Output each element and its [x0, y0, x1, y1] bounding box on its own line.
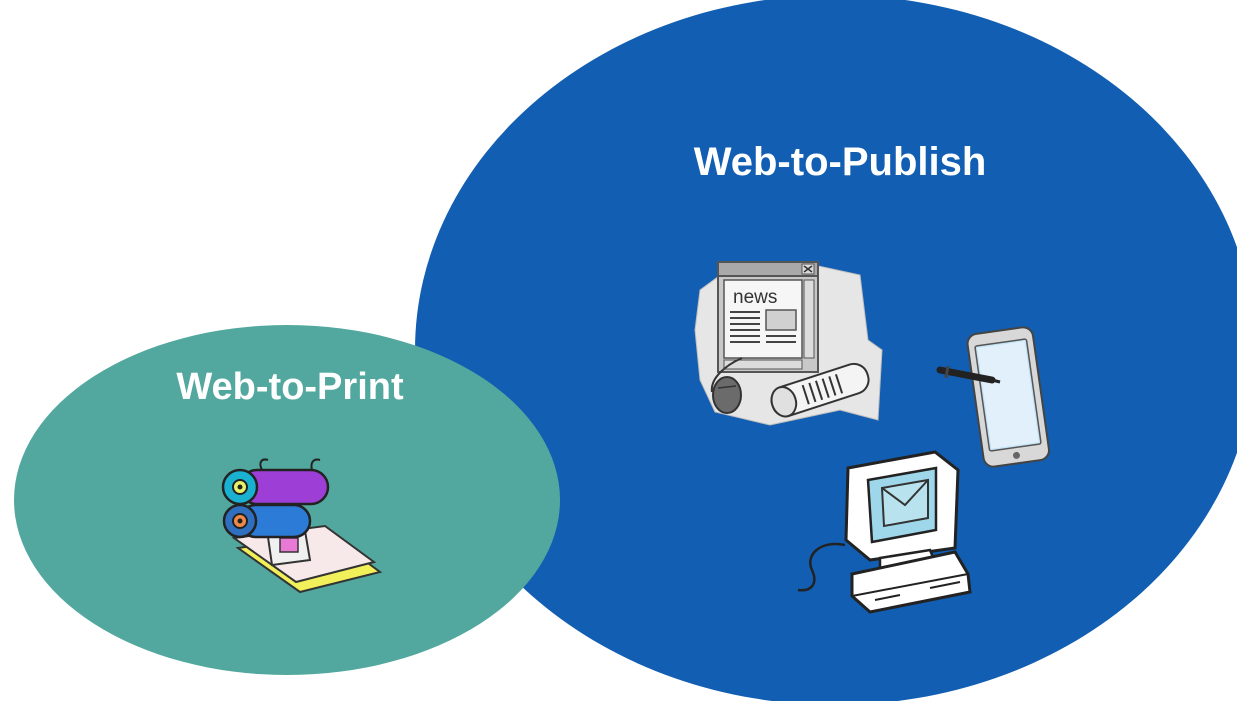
newspaper-window-icon: news: [694, 261, 883, 426]
web-to-print-title: Web-to-Print: [176, 366, 404, 408]
news-text: news: [733, 287, 777, 308]
computer-email-icon: [797, 450, 972, 614]
printing-press-icon: [221, 458, 383, 594]
web-to-publish-title: Web-to-Publish: [693, 140, 987, 184]
tablet-stylus-icon: [936, 326, 1050, 468]
